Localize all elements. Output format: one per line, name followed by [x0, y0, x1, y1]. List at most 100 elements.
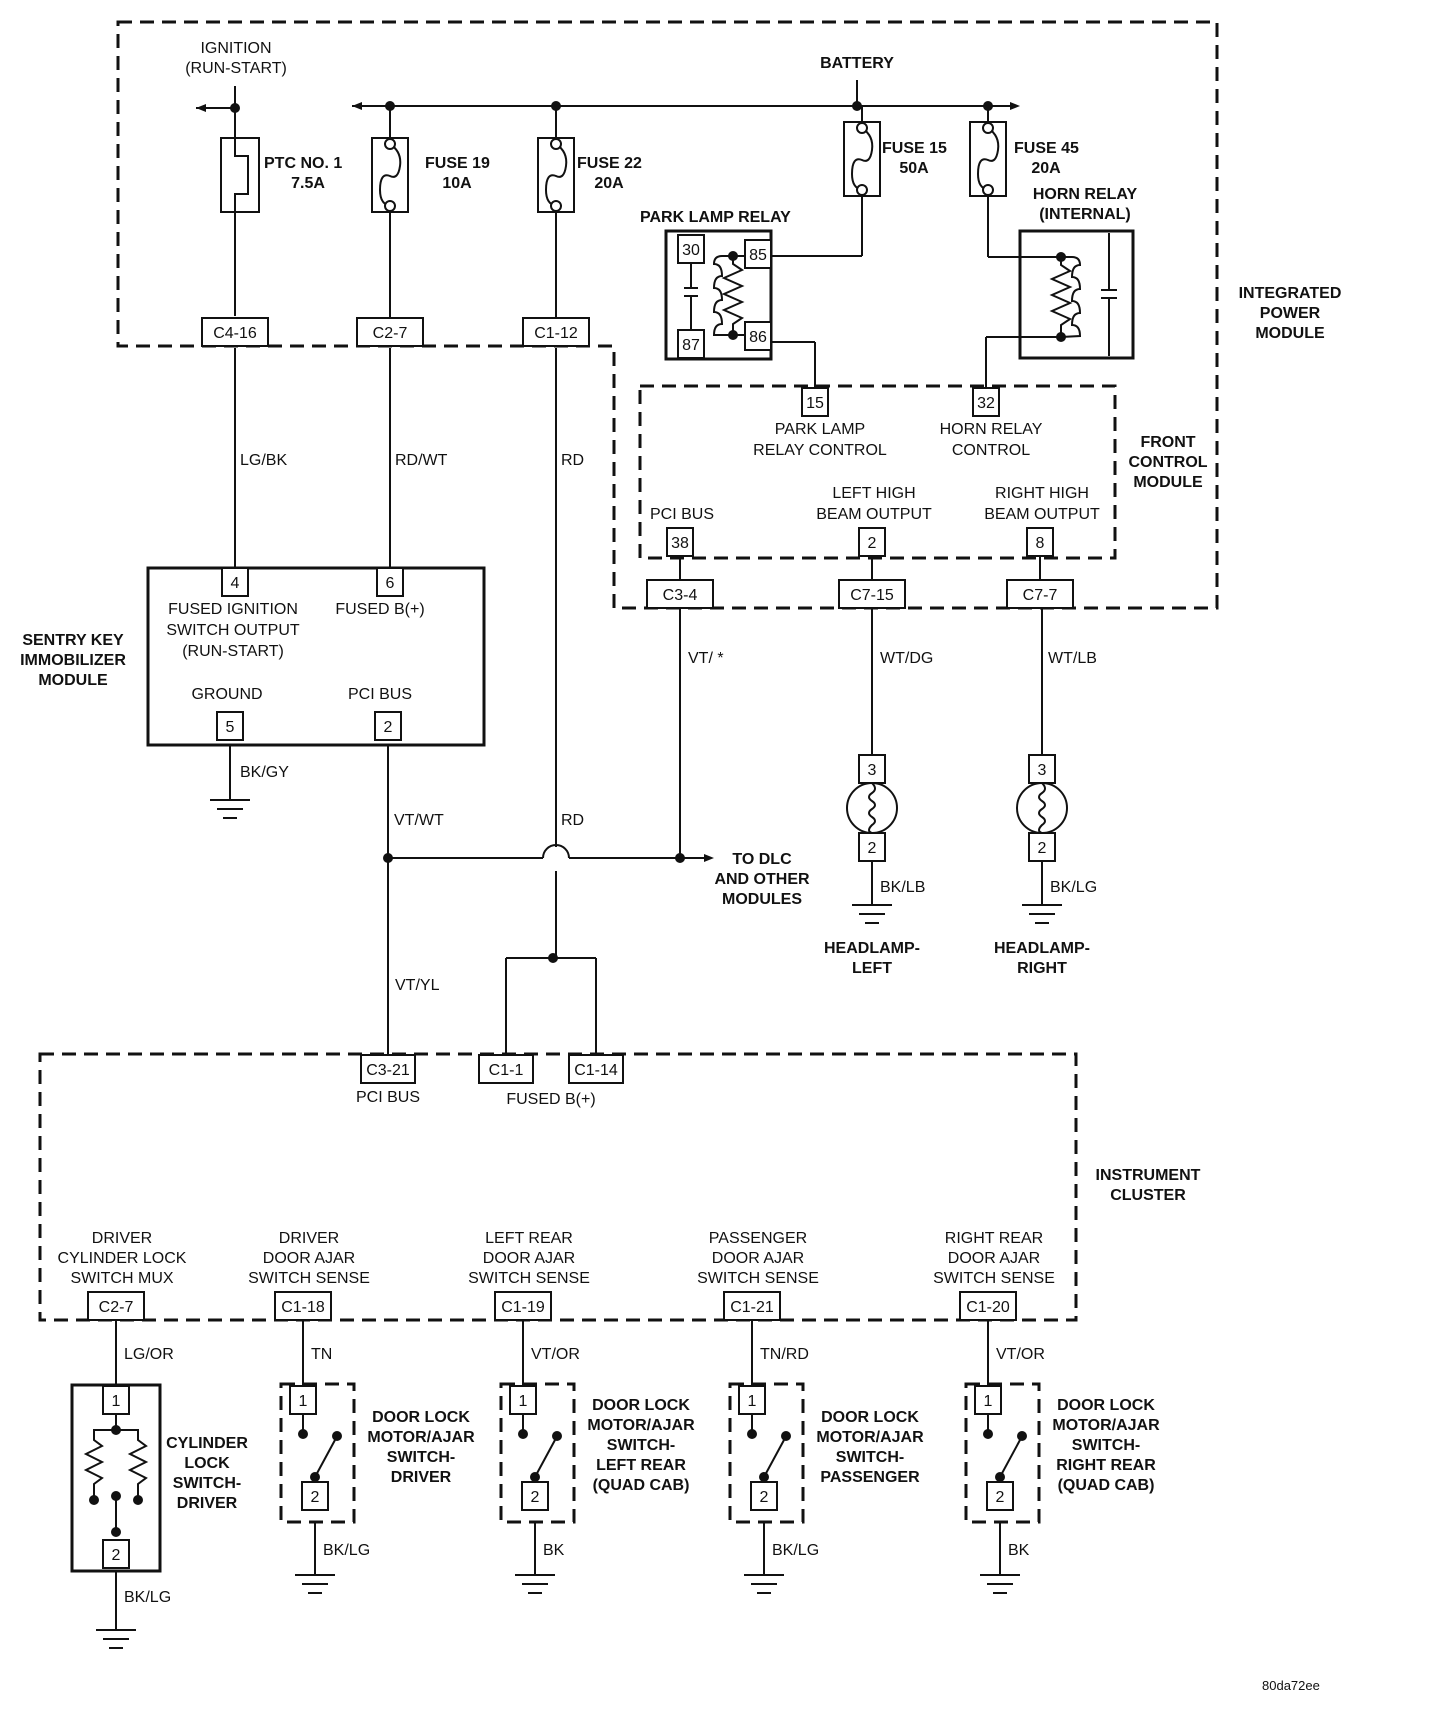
switch-label: DOOR LOCK: [1057, 1397, 1155, 1414]
switch-pin: 2: [521, 1481, 549, 1511]
switch-label: DRIVER: [177, 1495, 238, 1512]
coil-icon: [712, 255, 733, 336]
pin-label: HORN RELAY: [940, 421, 1043, 438]
connector-label: C1-21: [730, 1299, 774, 1316]
headlamp-label: HEADLAMP-: [994, 940, 1090, 957]
headlamp-pin: 3: [858, 754, 886, 784]
pin-label: PARK LAMP: [775, 421, 865, 438]
wire-color: VT/YL: [395, 977, 440, 994]
skim-pin-2: 2: [374, 711, 402, 741]
wire-color: VT/OR: [996, 1346, 1045, 1363]
wire-color: TN: [311, 1346, 332, 1363]
arrow-left-icon: [352, 102, 362, 110]
switch-boundary: [964, 1382, 1041, 1524]
svg-text:IMMOBILIZER: IMMOBILIZER: [20, 652, 126, 669]
wire-color: BK/LG: [323, 1542, 370, 1559]
ground-icon: [744, 1574, 784, 1594]
dlc-note: TO DLC: [732, 851, 792, 868]
switch-label: MOTOR/AJAR: [587, 1417, 695, 1434]
connector-label: PCI BUS: [356, 1089, 420, 1106]
wire-color: RD/WT: [395, 452, 448, 469]
coil-resistor-icon: [1049, 257, 1073, 337]
switch-pin: 1: [509, 1385, 537, 1415]
pin-label: PCI BUS: [348, 686, 412, 703]
switch-blade-icon: [534, 1439, 556, 1478]
switch-label: DOOR LOCK: [372, 1409, 470, 1426]
ipm-label: INTEGRATED POWER MODULE: [1239, 285, 1342, 342]
switch-label: DOOR LOCK: [821, 1409, 919, 1426]
connector-label: 2: [531, 1489, 540, 1506]
switch-pin: 2: [301, 1481, 329, 1511]
ignition-label-sub: (RUN-START): [185, 60, 287, 77]
connector-function-label: SWITCH SENSE: [248, 1270, 370, 1287]
connector-label: C7-15: [850, 587, 894, 604]
connector-label: 2: [760, 1489, 769, 1506]
pin-label: FUSED IGNITION: [168, 601, 298, 618]
connector-label: 3: [1038, 762, 1047, 779]
wire-color: BK/LB: [880, 879, 925, 896]
pin-label: BEAM OUTPUT: [816, 506, 932, 523]
headlamp-label: HEADLAMP-: [824, 940, 920, 957]
switch-blade-icon: [763, 1439, 785, 1478]
ground-icon: [980, 1574, 1020, 1594]
connector-function-label: RIGHT REAR: [945, 1230, 1043, 1247]
connector-function-label: PASSENGER: [709, 1230, 807, 1247]
switch-label: MOTOR/AJAR: [816, 1429, 924, 1446]
fcm-pin-15: 15: [801, 387, 829, 417]
cluster-label: INSTRUMENT CLUSTER: [1096, 1167, 1201, 1204]
connector-label: 2: [384, 719, 393, 736]
connector-label: 5: [226, 719, 235, 736]
connector-c7-7: C7-7: [1006, 579, 1074, 609]
ignition-source: IGNITION (RUN-START): [185, 40, 287, 138]
pin-30: 30: [682, 242, 700, 259]
switch-label: SWITCH-: [173, 1475, 241, 1492]
switch-pin: 1: [102, 1385, 130, 1415]
svg-text:FRONT: FRONT: [1140, 434, 1195, 451]
switch-pin: 1: [974, 1385, 1002, 1415]
switch-label: RIGHT REAR: [1056, 1457, 1156, 1474]
dlc-note: MODULES: [722, 891, 802, 908]
figure-id: 80da72ee: [1262, 1678, 1320, 1693]
connector-function-label: DOOR AJAR: [712, 1250, 804, 1267]
dlc-note: AND OTHER: [714, 871, 810, 888]
connector-c1-14: C1-14: [568, 1054, 624, 1084]
ground-icon: [1022, 904, 1062, 924]
connector-function-label: DOOR AJAR: [948, 1250, 1040, 1267]
pin-label: RELAY CONTROL: [753, 442, 887, 459]
connector-function-label: DRIVER: [92, 1230, 152, 1247]
connector-label: C1-20: [966, 1299, 1010, 1316]
connector-c3-21: C3-21: [360, 1054, 416, 1084]
park-lamp-relay: PARK LAMP RELAY 30 87 85 86: [640, 196, 863, 390]
wire-color: BK/LG: [772, 1542, 819, 1559]
wire-color: BK: [543, 1542, 565, 1559]
coil-resistor-icon: [721, 256, 745, 335]
arrow-right-icon: [704, 854, 714, 862]
fcm-pin-2: 2: [858, 527, 886, 557]
connector-label: C1-18: [281, 1299, 325, 1316]
fuse-name: FUSE 22: [577, 155, 642, 172]
switch-blade-icon: [314, 1439, 336, 1478]
headlamp-pin: 2: [1028, 832, 1056, 862]
connector-label: C2-7: [373, 325, 408, 342]
bus-wiring: LG/BK RD/WT RD RD VT/WT VT/YL TO DLC AND…: [229, 348, 810, 1055]
connector-label: 1: [112, 1393, 121, 1410]
switch-label: LOCK: [184, 1455, 230, 1472]
fcm-boundary: [638, 384, 1117, 560]
pin-85: 85: [749, 247, 767, 264]
wire-color: LG/BK: [240, 452, 287, 469]
wire-color: VT/OR: [531, 1346, 580, 1363]
headlamp-pin: 3: [1028, 754, 1056, 784]
wire-color: VT/WT: [394, 812, 444, 829]
arrow-left-icon: [196, 104, 206, 112]
pin-label: PCI BUS: [650, 506, 714, 523]
skim-label: SENTRY KEY IMMOBILIZER MODULE: [20, 632, 126, 689]
fuse-rating: 7.5A: [291, 175, 325, 192]
fcm-pin-38: 38: [666, 527, 694, 557]
